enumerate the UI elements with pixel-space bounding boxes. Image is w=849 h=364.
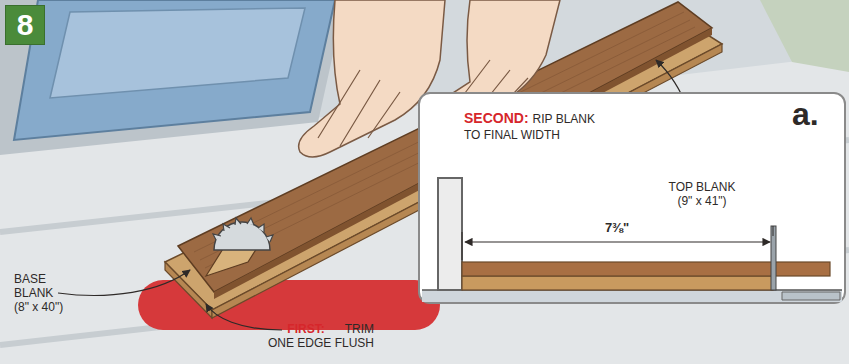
text-block: FIRST:TRIM ONE EDGE FLUSH — [262, 322, 374, 350]
step-number: 8 — [17, 8, 34, 41]
blade-guard-bracket — [782, 292, 840, 300]
extension-line — [773, 226, 774, 236]
dimension-line — [465, 241, 770, 242]
fence-slot — [50, 8, 305, 98]
saw-blade-section — [771, 226, 776, 290]
base-blank-section — [462, 276, 773, 290]
saw-frame — [0, 0, 345, 155]
step-keyword: SECOND: — [464, 110, 529, 126]
text-block: SECOND:RIP BLANK TO FINAL WIDTH — [464, 110, 604, 143]
part-label: BASE BLANK (8" x 40") — [14, 272, 63, 314]
leader-line — [206, 304, 282, 330]
saw-table-section — [422, 290, 842, 302]
detail-inset: SECOND:RIP BLANK TO FINAL WIDTH 7⅜" a. — [418, 92, 846, 304]
text-block: a. — [792, 96, 842, 132]
step-keyword: FIRST: — [287, 322, 324, 336]
dimension-label: 7⅜" — [605, 220, 629, 235]
part-label: TOP BLANK (9" x 41") — [669, 180, 736, 208]
step-number-box: 8 — [5, 5, 45, 45]
leader-line — [58, 270, 190, 295]
table-surface — [422, 289, 842, 291]
extension-line — [462, 232, 463, 260]
blade-teeth — [213, 218, 273, 242]
detail-letter: a. — [792, 96, 819, 132]
rip-fence — [438, 178, 462, 290]
background-wall — [760, 0, 849, 72]
text-block: TOP BLANK (9" x 41") — [660, 180, 744, 208]
top-blank-section — [462, 262, 830, 276]
text-block: BASE BLANK (8" x 40") — [14, 272, 66, 314]
text-block: 8 — [6, 6, 44, 44]
rip-fence-rail — [14, 0, 335, 140]
finger-lines — [318, 70, 400, 146]
text-block: 7⅜" — [567, 220, 667, 236]
